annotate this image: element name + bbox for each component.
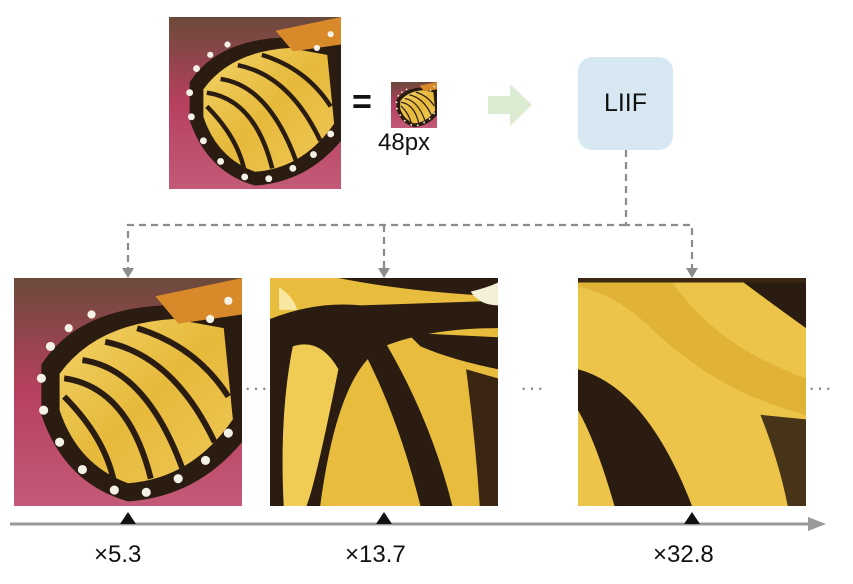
ellipsis-1: ··· [244, 375, 269, 400]
arrowhead-2 [378, 268, 390, 278]
output-image-x32.8 [578, 278, 806, 506]
arrowhead-3 [686, 268, 698, 278]
ellipsis-3: ··· [808, 375, 833, 400]
liif-model-box: LIIF [578, 57, 673, 150]
axis-tick-1 [120, 512, 136, 524]
scale-label-1: ×5.3 [94, 541, 142, 568]
output-image-x13.7 [270, 278, 498, 506]
ellipsis-2: ··· [520, 375, 545, 400]
axis-tick-3 [684, 512, 700, 524]
equals-sign: = [352, 83, 372, 121]
scale-label-3: ×32.8 [653, 541, 714, 568]
right-arrow-icon [488, 84, 532, 126]
model-label: LIIF [603, 89, 648, 117]
scale-axis [10, 512, 826, 531]
scale-label-2: ×13.7 [345, 541, 406, 568]
axis-tick-2 [376, 512, 392, 524]
input-size-label: 48px [378, 129, 431, 156]
axis-arrowhead [808, 517, 826, 531]
output-image-x5.3 [14, 278, 242, 506]
arrowhead-1 [122, 268, 134, 278]
